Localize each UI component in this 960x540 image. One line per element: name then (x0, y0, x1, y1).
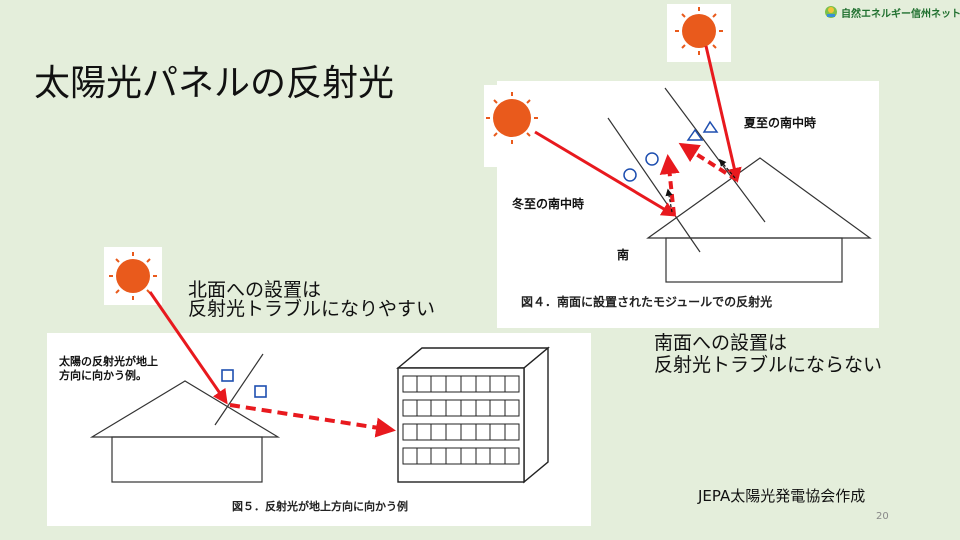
logo-icon (825, 6, 837, 18)
summer-sun-icon (675, 7, 723, 55)
north-sun-icon (109, 252, 157, 300)
normal-line-winter (665, 188, 673, 213)
figure5-note-line2: 方向に向かう例。 (59, 369, 147, 382)
summer-reflected-arrow (678, 142, 739, 182)
north-note-line2: 反射光トラブルになりやすい (188, 298, 436, 320)
winter-incident-arrow (534, 130, 677, 217)
credit-text: JEPA太陽光発電協会作成 (698, 487, 866, 505)
south-note-line1: 南面への設置は (654, 332, 788, 354)
slide-title: 太陽光パネルの反射光 (34, 63, 395, 104)
square-marker-2 (254, 385, 267, 398)
normal-line-summer (719, 158, 736, 179)
figure4-panel (497, 81, 879, 328)
north-reflected-arrow (229, 403, 396, 438)
summer-incident-arrow (704, 45, 742, 183)
figure5-caption: 図５．反射光が地上方向に向かう例 (232, 500, 408, 513)
figure4-caption: 図４．南面に設置されたモジュールでの反射光 (521, 295, 773, 309)
north-note-line1: 北面への設置は (188, 279, 322, 301)
figure5-note-line1: 太陽の反射光が地上 (59, 355, 158, 368)
south-note-line2: 反射光トラブルにならない (654, 354, 883, 376)
square-marker-1 (221, 369, 234, 382)
page-number: 20 (876, 511, 889, 522)
north-incident-arrow (148, 291, 228, 405)
label-winter-solstice: 冬至の南中時 (512, 197, 585, 211)
winter-sun-icon (486, 92, 538, 144)
circle-marker-1 (623, 168, 637, 182)
winter-reflected-arrow (659, 154, 680, 216)
building-windows (402, 375, 520, 465)
logo-text: 自然エネルギー信州ネット (841, 8, 960, 20)
label-south: 南 (617, 248, 630, 262)
apartment-building (396, 346, 550, 484)
logo: 自然エネルギー信州ネット (824, 2, 960, 22)
triangle-marker-1 (686, 128, 704, 141)
label-summer-solstice: 夏至の南中時 (744, 116, 817, 130)
triangle-marker-2 (702, 120, 719, 133)
figure4-house (607, 87, 872, 283)
figure5-house (89, 353, 281, 483)
circle-marker-2 (645, 152, 659, 166)
